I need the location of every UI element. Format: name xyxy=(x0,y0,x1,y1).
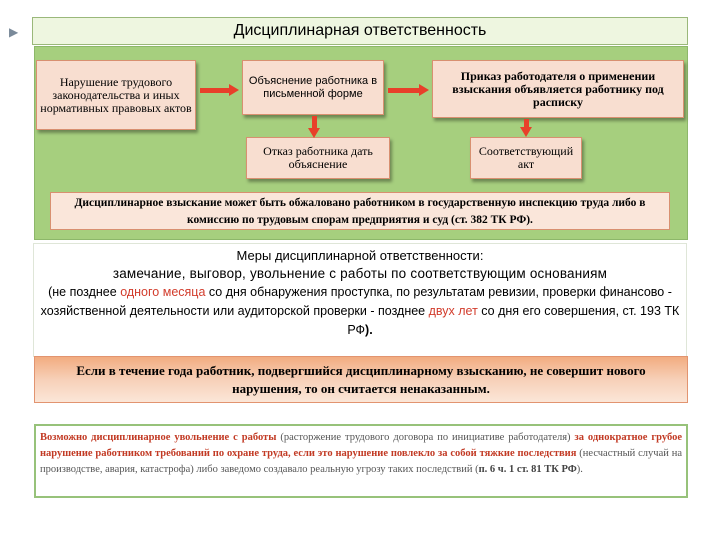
order-box: Приказ работодателя о применении взыскан… xyxy=(432,60,684,118)
refusal-box: Отказ работника дать объяснение xyxy=(246,137,390,179)
arrow-explanation-to-refusal xyxy=(312,116,317,129)
measures-section: Меры дисциплинарной ответственности: зам… xyxy=(34,244,686,356)
measures-heading: Меры дисциплинарной ответственности: xyxy=(236,248,484,263)
bullet-icon: ▶ xyxy=(9,25,19,39)
arrow-order-to-act xyxy=(524,119,529,129)
appeal-banner: Дисциплинарное взыскание может быть обжа… xyxy=(50,192,670,230)
act-text: Соответствующий акт xyxy=(478,144,574,171)
appeal-text: Дисциплинарное взыскание может быть обжа… xyxy=(74,197,646,226)
order-text: Приказ работодателя о применении взыскан… xyxy=(452,68,664,109)
arrow-violation-to-explanation xyxy=(200,88,230,93)
violation-box: Нарушение трудового законодательства и и… xyxy=(36,60,196,130)
one-month-highlight: одного месяца xyxy=(120,285,206,299)
two-years-highlight: двух лет xyxy=(428,304,478,318)
rule-text: Если в течение года работник, подвергший… xyxy=(76,362,646,396)
arrowhead-right-icon xyxy=(229,84,239,96)
dismissal-note: Возможно дисциплинарное увольнение с раб… xyxy=(34,424,688,498)
arrowhead-down-icon xyxy=(520,127,532,137)
arrowhead-right-icon xyxy=(419,84,429,96)
measures-list: замечание, выговор, увольнение с работы … xyxy=(112,266,608,281)
act-box: Соответствующий акт xyxy=(470,137,582,179)
page-title: Дисциплинарная ответственность xyxy=(32,17,688,45)
refusal-text: Отказ работника дать объяснение xyxy=(263,144,373,171)
arrow-explanation-to-order xyxy=(388,88,420,93)
rule-banner: Если в течение года работник, подвергший… xyxy=(34,356,688,403)
violation-text: Нарушение трудового законодательства и и… xyxy=(40,74,192,115)
explanation-text: Объяснение работника в письменной форме xyxy=(248,74,378,100)
arrowhead-down-icon xyxy=(308,128,320,138)
measures-terms: (не позднее одного месяца со дня обнаруж… xyxy=(40,285,680,337)
explanation-box: Объяснение работника в письменной форме xyxy=(242,60,384,115)
